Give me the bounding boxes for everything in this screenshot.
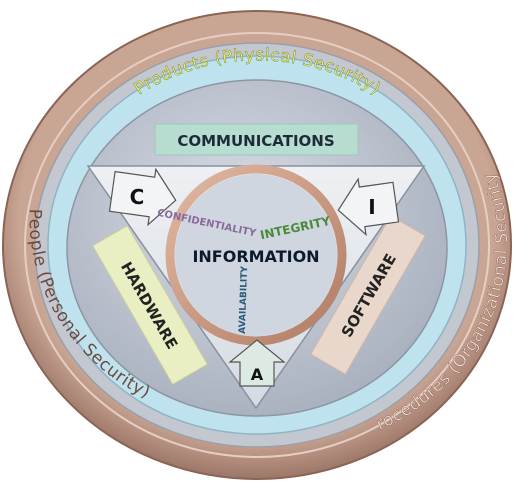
availability-label: AVAILABILITY bbox=[238, 265, 250, 333]
c-arrow: C bbox=[108, 167, 177, 227]
software-box bbox=[309, 215, 427, 375]
communications-label: COMMUNICATIONS bbox=[177, 132, 334, 150]
outer-ring-inner-edge bbox=[24, 32, 490, 458]
communications-box bbox=[154, 123, 359, 156]
a-arrow-label: A bbox=[251, 365, 264, 384]
information-label: INFORMATION bbox=[192, 247, 319, 266]
i-arrow: I bbox=[337, 177, 400, 237]
a-arrow: A bbox=[228, 339, 286, 387]
information-disc bbox=[175, 174, 337, 336]
i-arrow-label: I bbox=[368, 195, 375, 219]
hardware-box bbox=[91, 225, 209, 385]
c-arrow-label: C bbox=[130, 185, 145, 209]
